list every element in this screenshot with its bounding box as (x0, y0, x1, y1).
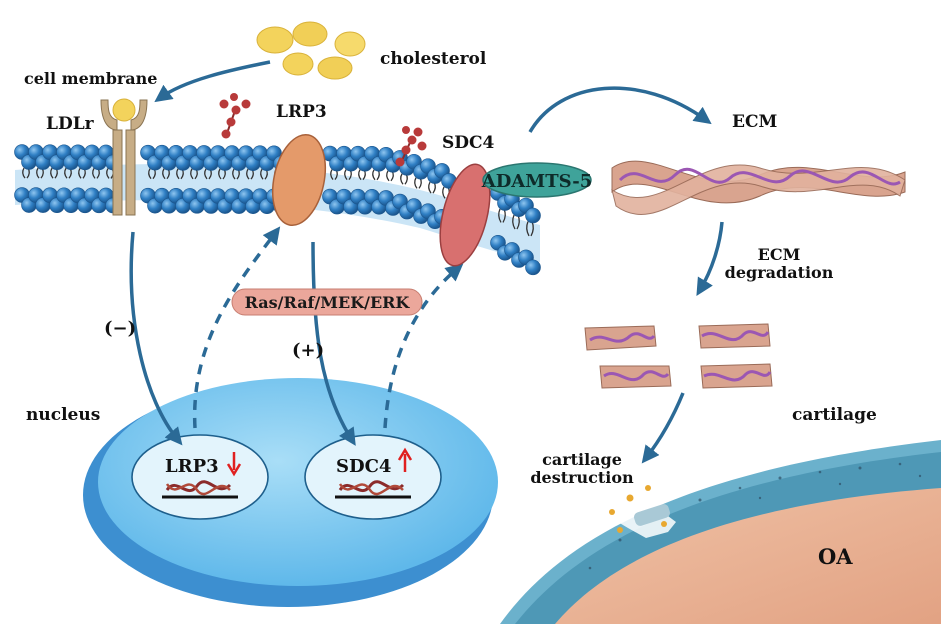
lrp3-gene-bubble (131, 434, 269, 520)
lipid-head (525, 259, 541, 276)
positive-regulation-label: (+) (292, 340, 324, 361)
sdc4-gene-bubble (304, 434, 442, 520)
dna-icon (165, 480, 232, 496)
arrow-lrp3-to-membrane (192, 226, 281, 429)
cell-membrane-label: cell membrane (24, 69, 157, 88)
cartilage-destruction-label-line1: cartilage (542, 450, 622, 469)
cell-membrane (14, 144, 541, 276)
oa-label: OA (818, 544, 853, 569)
arrow-ldlr-to-lrp3 (129, 231, 183, 446)
ecm-fragments (584, 323, 773, 389)
pathway-label: Ras/Raf/MEK/ERK (245, 293, 411, 312)
arrow-ecm-degradation (696, 221, 724, 297)
lipid-head (525, 207, 541, 224)
arrow-cholesterol-to-membrane (154, 60, 271, 103)
cholesterol-icon (256, 21, 366, 80)
nucleus-label: nucleus (26, 405, 100, 425)
ecm-degradation-label-line2: degradation (725, 263, 834, 282)
sdc4-label: SDC4 (442, 133, 495, 153)
ecm-fiber-icon (611, 160, 906, 215)
gene-lrp3-label: LRP3 (165, 456, 219, 477)
dna-icon (338, 480, 405, 496)
up-regulation-arrow (397, 447, 413, 472)
cartilage-tissue (500, 440, 941, 624)
arrow-lrp3-to-sdc4 (311, 241, 356, 446)
nucleus: LRP3 SDC4 (83, 378, 498, 607)
cartilage-debris (609, 485, 667, 533)
adamts5-badge (482, 162, 592, 198)
ecm-label: ECM (732, 112, 777, 132)
gene-sdc4-label: SDC4 (336, 456, 391, 477)
ldl-receptor-icon (100, 98, 148, 216)
glycan-chain-icon (219, 93, 251, 139)
sdc4-protein-icon (439, 163, 491, 267)
cartilage-label: cartilage (792, 405, 877, 425)
arrow-to-cartilage-destruction (641, 392, 685, 464)
lrp3-label: LRP3 (276, 102, 327, 122)
down-regulation-arrow (226, 452, 242, 477)
cartilage-destruction-label-line2: destruction (530, 468, 634, 487)
glycan-chain-icon (395, 126, 427, 167)
arrow-sdc4-to-ecm (528, 86, 712, 133)
adamts5-label: ADAMTS-5 (481, 171, 593, 192)
pathway-pill (231, 288, 423, 316)
lrp3-protein-icon (271, 133, 327, 227)
ldlr-label: LDLr (46, 114, 95, 134)
arrow-sdc4-to-membrane (383, 263, 464, 429)
cholesterol-label: cholesterol (380, 49, 487, 69)
ecm-degradation-label-line1: ECM (758, 245, 801, 264)
negative-regulation-label: (−) (104, 318, 136, 339)
